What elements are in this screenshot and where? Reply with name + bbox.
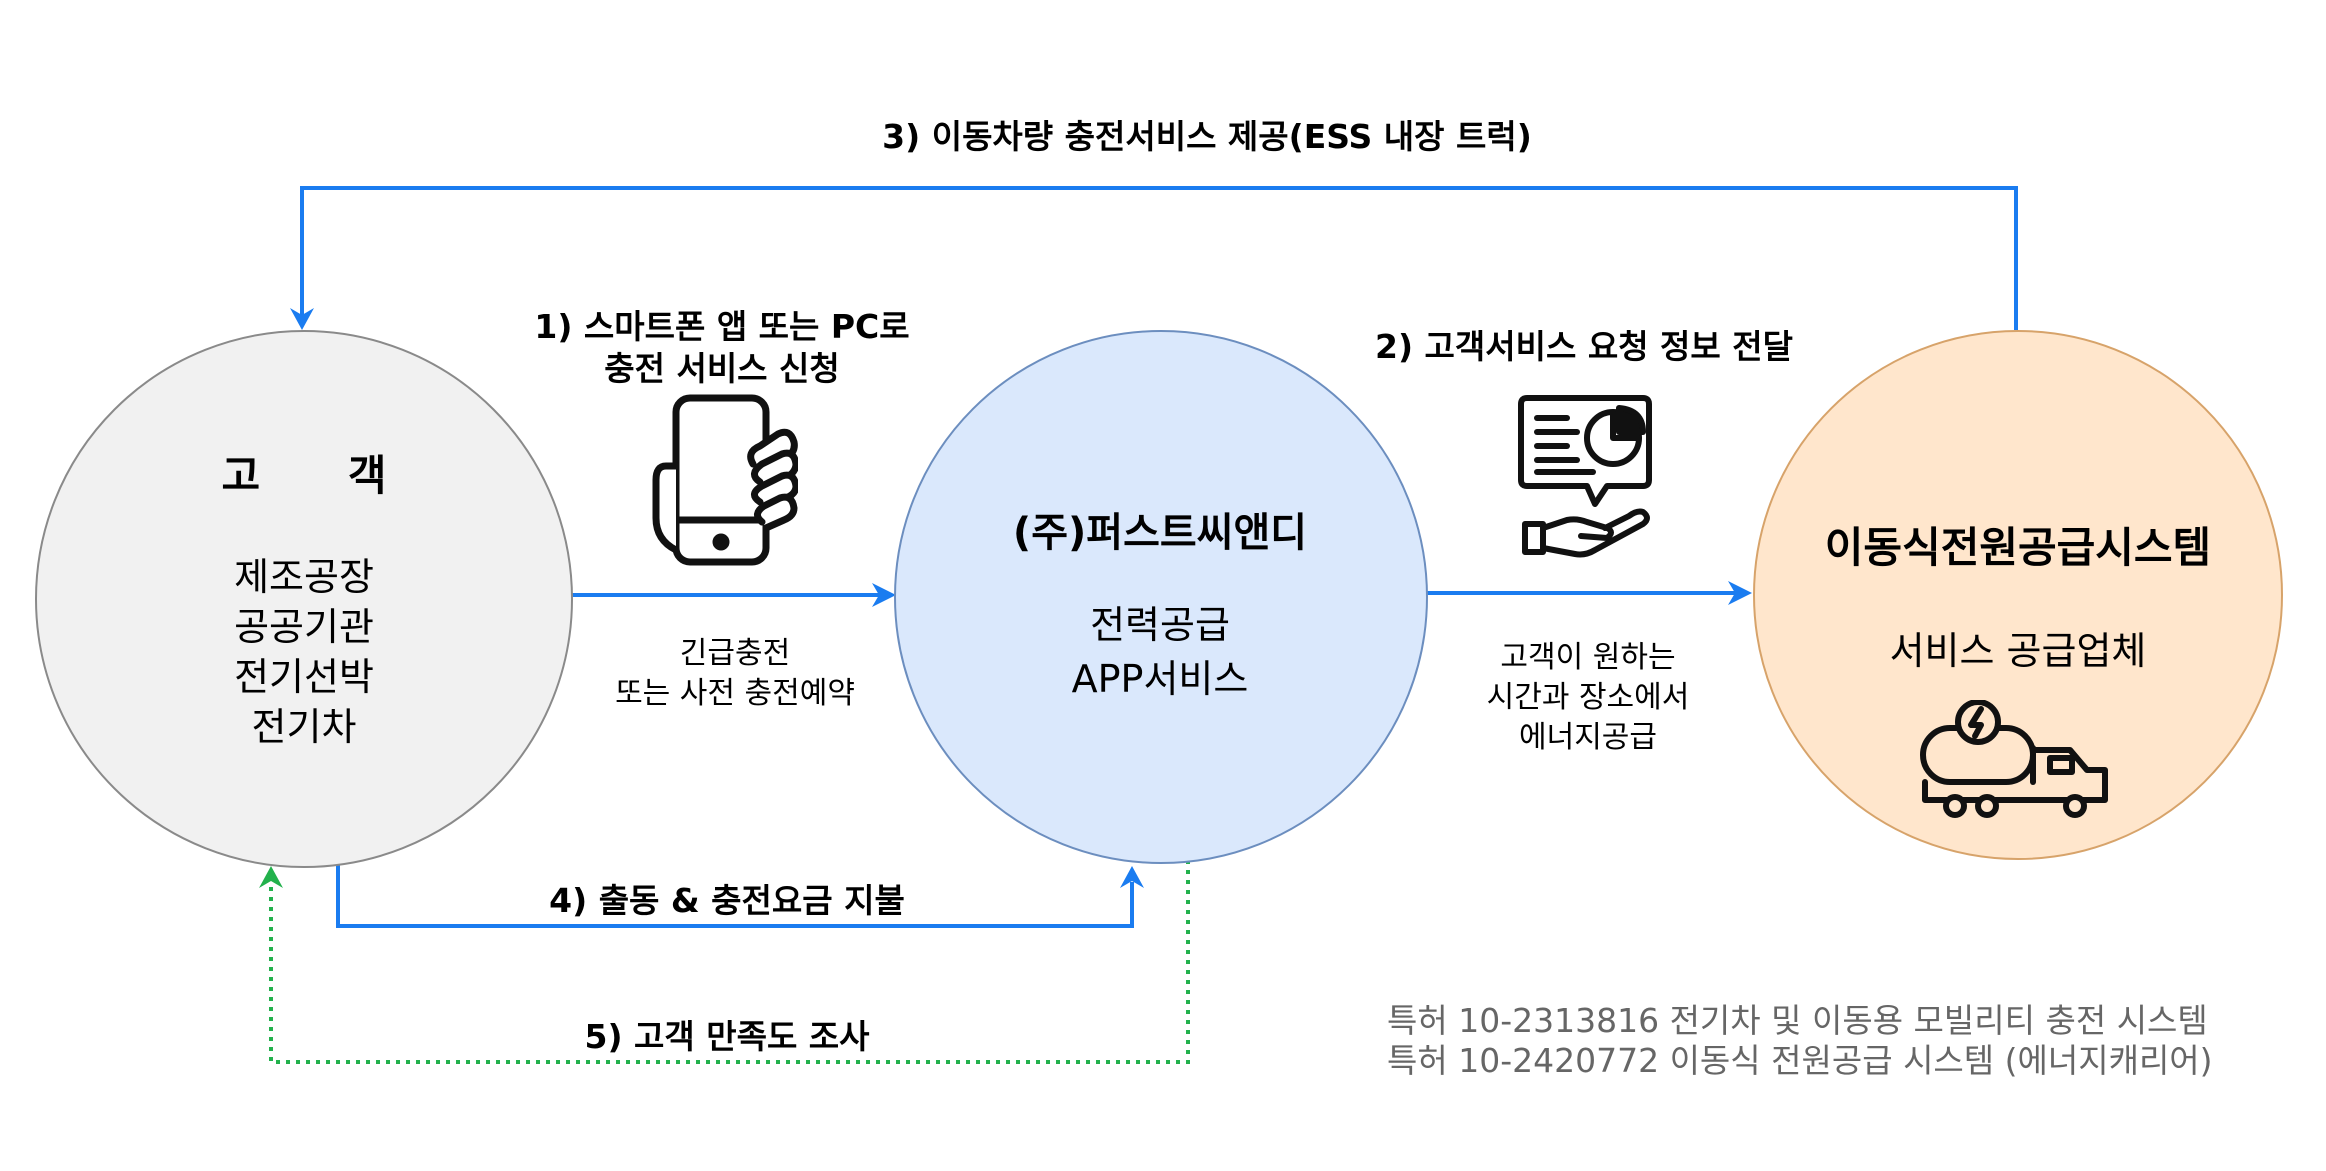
step1-sub-line1: 긴급충전 bbox=[679, 636, 791, 671]
customer-line-1: 제조공장 bbox=[234, 555, 374, 599]
smartphone-hand-icon bbox=[652, 394, 798, 566]
supplier-node bbox=[1753, 330, 2283, 860]
step3-label: 3) 이동차량 충전서비스 제공(ESS 내장 트럭) bbox=[882, 117, 1532, 156]
step1-label-line2: 충전 서비스 신청 bbox=[604, 349, 840, 388]
customer-line-2: 공공기관 bbox=[234, 605, 374, 649]
step5-label: 5) 고객 만족도 조사 bbox=[584, 1017, 870, 1056]
arrow-step5 bbox=[269, 860, 1190, 1064]
step1-label-line1: 1) 스마트폰 앱 또는 PC로 bbox=[534, 307, 910, 346]
arrow-step5-head bbox=[259, 866, 283, 888]
report-handover-icon bbox=[1518, 395, 1652, 558]
step2-sub-line2: 시간과 장소에서 bbox=[1486, 680, 1690, 715]
firstcnd-title: (주)퍼스트씨앤디 bbox=[1012, 510, 1308, 556]
arrow-step3 bbox=[300, 186, 2018, 330]
supplier-subtitle: 서비스 공급업체 bbox=[1889, 629, 2147, 673]
patent-line-1: 특허 10-2313816 전기차 및 이동용 모빌리티 충전 시스템 bbox=[1387, 1001, 2208, 1040]
step2-sub-line3: 에너지공급 bbox=[1519, 720, 1657, 755]
arrow-step3-head bbox=[290, 308, 314, 330]
supplier-title: 이동식전원공급시스템 bbox=[1824, 523, 2212, 572]
step4-label: 4) 출동 & 충전요금 지불 bbox=[549, 881, 905, 920]
arrow-step2-head bbox=[1728, 581, 1752, 605]
patent-line-2: 특허 10-2420772 이동식 전원공급 시스템 (에너지캐리어) bbox=[1387, 1041, 2213, 1080]
step2-label: 2) 고객서비스 요청 정보 전달 bbox=[1375, 327, 1793, 366]
customer-line-3: 전기선박 bbox=[234, 655, 374, 699]
arrow-step1-head bbox=[872, 583, 896, 607]
arrow-step4-head bbox=[1120, 866, 1144, 888]
step1-sub-line2: 또는 사전 충전예약 bbox=[615, 676, 855, 711]
customer-node bbox=[35, 330, 573, 868]
step2-sub-line1: 고객이 원하는 bbox=[1500, 640, 1676, 675]
firstcnd-line-2: APP서비스 bbox=[1071, 657, 1249, 701]
firstcnd-line-1: 전력공급 bbox=[1090, 603, 1230, 647]
customer-title: 고 객 bbox=[221, 451, 387, 500]
tanker-truck-icon bbox=[1920, 700, 2108, 818]
customer-line-4: 전기차 bbox=[251, 705, 357, 749]
firstcnd-node bbox=[894, 330, 1428, 864]
arrow-step4 bbox=[336, 860, 1134, 928]
